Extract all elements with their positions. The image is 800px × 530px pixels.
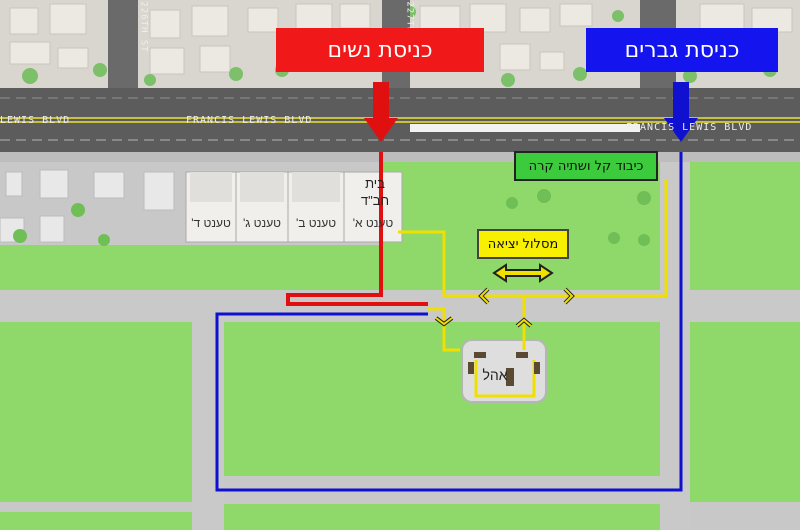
tent-c-label: טענט ג' xyxy=(242,216,282,230)
street-name-left: LEWIS BLVD xyxy=(0,115,71,126)
cemetery-trees xyxy=(13,189,651,246)
street-name-main: FRANCIS LEWIS BLVD xyxy=(186,115,313,126)
median-strip xyxy=(410,124,640,132)
down-arrow-icon xyxy=(364,82,398,142)
ohel-gate-markers xyxy=(468,352,540,386)
tent-d-label: טענט ד' xyxy=(191,216,231,230)
tent-a xyxy=(343,171,403,243)
ohel-label: אהל xyxy=(482,367,508,383)
exit-route-lines xyxy=(398,180,668,398)
men-entrance-banner: כניסת גברים xyxy=(586,28,778,72)
chabad-house-label: בית חב"ד xyxy=(348,174,402,210)
refreshments-label: כיבוד קל ושתיה קרה xyxy=(514,151,658,181)
double-arrow-icon xyxy=(492,263,554,283)
cemetery-path-vertical-left xyxy=(192,290,224,530)
women-route-line xyxy=(286,152,428,306)
down-arrow-icon xyxy=(664,82,698,142)
lawn-sections xyxy=(0,162,800,530)
street-name-right: FRANCIS LEWIS BLVD xyxy=(626,122,753,133)
chabad-house-line1: בית xyxy=(365,176,385,191)
tent-a-label: טענט א' xyxy=(352,216,394,230)
chevron-icon-inner xyxy=(435,288,574,327)
men-route-line xyxy=(215,152,683,492)
exit-route-label: מסלול יציאה xyxy=(477,229,569,259)
gravestones xyxy=(0,169,175,243)
cross-street-left xyxy=(108,0,138,90)
chabad-house-line2: חב"ד xyxy=(360,193,390,208)
street-name-cross-1: 226TH ST xyxy=(138,1,149,53)
tent-b-label: טענט ב' xyxy=(295,216,337,230)
tent-row xyxy=(185,171,403,243)
women-entrance-banner: כניסת נשים xyxy=(276,28,484,72)
